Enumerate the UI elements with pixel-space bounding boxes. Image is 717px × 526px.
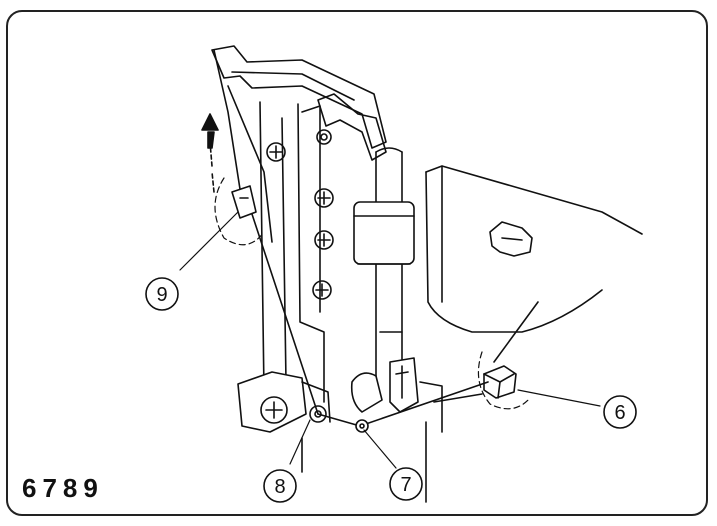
callout-7-label: 7 bbox=[400, 474, 411, 496]
right-cover-panel bbox=[425, 165, 643, 333]
callout-9: 9 bbox=[145, 277, 179, 311]
vertical-plate bbox=[259, 101, 325, 403]
thread-guide bbox=[231, 185, 257, 219]
lower-bracket bbox=[237, 371, 331, 433]
callout-6-label: 6 bbox=[614, 402, 625, 424]
crank-arm bbox=[317, 93, 387, 161]
callout-6: 6 bbox=[603, 395, 637, 429]
machine-diagram: 9 6 7 8 bbox=[145, 45, 643, 503]
thread-line bbox=[247, 201, 489, 433]
detail-circles bbox=[214, 177, 531, 410]
main-shaft bbox=[353, 147, 415, 393]
leader-lines bbox=[179, 211, 601, 469]
figure-number: 6789 bbox=[22, 473, 104, 503]
callout-9-label: 9 bbox=[156, 284, 167, 306]
figure-frame: 9 6 7 8 6789 bbox=[6, 10, 708, 516]
callout-7: 7 bbox=[389, 467, 423, 501]
plate-screws bbox=[266, 129, 334, 300]
top-bracket bbox=[211, 45, 387, 243]
wire-hook bbox=[483, 301, 539, 399]
lower-lever bbox=[350, 357, 419, 413]
thread-direction-arrow bbox=[201, 113, 219, 193]
base-lines bbox=[301, 381, 483, 503]
callout-8: 8 bbox=[263, 469, 297, 503]
callout-8-label: 8 bbox=[274, 476, 285, 498]
